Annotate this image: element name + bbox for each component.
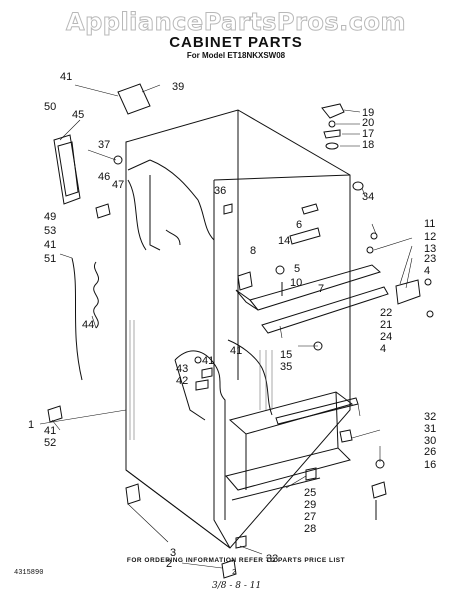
label-41c: 41 (44, 425, 56, 437)
label-22: 22 (380, 307, 392, 319)
part-2-roller (221, 559, 237, 579)
label-41: 41 (60, 71, 72, 83)
label-33: 33 (266, 553, 278, 565)
label-4b: 4 (380, 343, 386, 355)
label-16: 16 (424, 459, 436, 471)
label-14: 14 (278, 235, 290, 247)
label-7: 7 (318, 283, 324, 295)
label-41b: 41 (44, 239, 56, 251)
label-21: 21 (380, 319, 392, 331)
part-36-cap (223, 203, 233, 215)
hardware-parts (47, 83, 434, 579)
label-13: 13 (424, 243, 436, 255)
label-30: 30 (424, 435, 436, 447)
label-1: 1 (28, 419, 34, 431)
part-45-bracket (53, 134, 81, 205)
label-46: 46 (98, 171, 110, 183)
label-29: 29 (304, 499, 316, 511)
label-42: 42 (176, 375, 188, 387)
label-41d: 41 (202, 355, 214, 367)
part-14-bracket (289, 227, 321, 245)
label-47: 47 (112, 179, 124, 191)
label-3: 3 (170, 547, 176, 559)
label-45: 45 (72, 109, 84, 121)
handwritten-note: 3/8 - 8 - 11 (212, 581, 262, 591)
hinge-assembly (395, 279, 421, 305)
model-subtitle: For Model ET18NKXSW08 (186, 51, 286, 60)
label-23: 23 (424, 253, 436, 265)
label-18: 18 (362, 139, 374, 151)
diagram-title: CABINET PARTS (169, 34, 303, 51)
page-number: 2 (232, 569, 237, 577)
label-36: 36 (214, 185, 226, 197)
label-26: 26 (424, 446, 436, 458)
label-25: 25 (304, 487, 316, 499)
label-15: 15 (280, 349, 292, 361)
label-12: 12 (424, 231, 436, 243)
part-labels: 41 39 50 45 37 46 47 49 53 41 51 44 41 5… (28, 71, 436, 570)
label-28: 28 (304, 523, 316, 535)
document-part-number: 4315890 (14, 569, 44, 577)
label-11: 11 (424, 218, 435, 230)
label-6: 6 (296, 219, 302, 231)
label-43: 43 (176, 363, 188, 375)
label-4a: 4 (424, 265, 430, 277)
label-51: 51 (44, 253, 56, 265)
leader-lines (39, 84, 413, 569)
label-53: 53 (44, 225, 56, 237)
part-6-clip (301, 203, 319, 215)
label-24: 24 (380, 331, 392, 343)
hatching (129, 320, 273, 440)
part-37-grommet (113, 155, 123, 165)
ordering-note: FOR ORDERING INFORMATION REFER TO PARTS … (126, 557, 346, 564)
label-37: 37 (98, 139, 110, 151)
label-8: 8 (250, 245, 256, 257)
label-17: 17 (362, 128, 374, 140)
label-52: 52 (44, 437, 56, 449)
label-2: 2 (166, 558, 172, 570)
label-49: 49 (44, 211, 56, 223)
part-39-cover (117, 83, 151, 115)
label-32: 32 (424, 411, 436, 423)
label-31: 31 (424, 423, 436, 435)
part-19-hinge (321, 103, 345, 119)
cabinet-body (125, 109, 389, 549)
label-44: 44 (82, 319, 94, 331)
label-41e: 41 (230, 345, 242, 357)
label-35: 35 (280, 361, 292, 373)
part-44-cord (93, 261, 100, 329)
part-52 (47, 405, 63, 423)
part-34-plug (352, 181, 364, 191)
label-19: 19 (362, 107, 374, 119)
label-39: 39 (172, 81, 184, 93)
label-5: 5 (294, 263, 300, 275)
label-50: 50 (44, 101, 56, 113)
part-8 (237, 271, 253, 291)
part-3-leveler (125, 483, 141, 505)
label-34: 34 (362, 191, 374, 203)
label-27: 27 (304, 511, 316, 523)
label-10: 10 (290, 277, 302, 289)
label-20: 20 (362, 117, 374, 129)
site-watermark: AppliancePartsPros.com (66, 8, 406, 37)
